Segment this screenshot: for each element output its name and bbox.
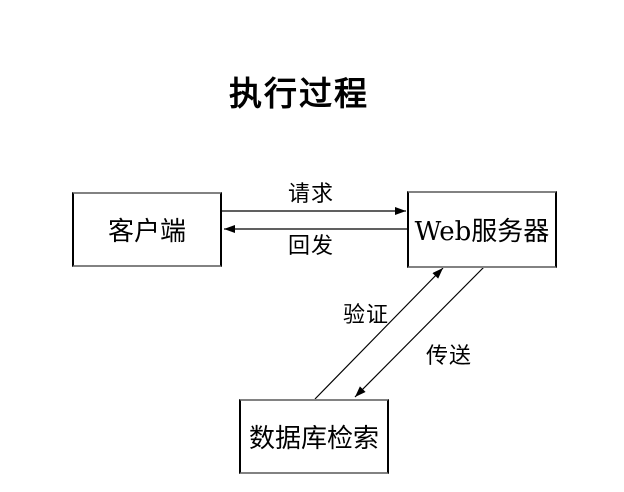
web-server-node-label: Web服务器 — [414, 217, 550, 247]
request-edge-label: 请求 — [287, 182, 335, 207]
web-server-node: Web服务器 — [407, 191, 557, 268]
diagram-title: 执行过程 — [229, 74, 369, 113]
client-node-label: 客户端 — [107, 217, 186, 247]
verify-edge-label: 验证 — [342, 303, 390, 328]
postback-edge-label: 回发 — [287, 234, 335, 259]
transfer-arrow — [354, 266, 485, 398]
transfer-edge-label: 传送 — [425, 344, 473, 369]
client-node: 客户端 — [72, 192, 222, 267]
verify-arrow — [314, 267, 444, 400]
database-node-label: 数据库检索 — [248, 424, 379, 454]
database-node: 数据库检索 — [239, 399, 389, 474]
